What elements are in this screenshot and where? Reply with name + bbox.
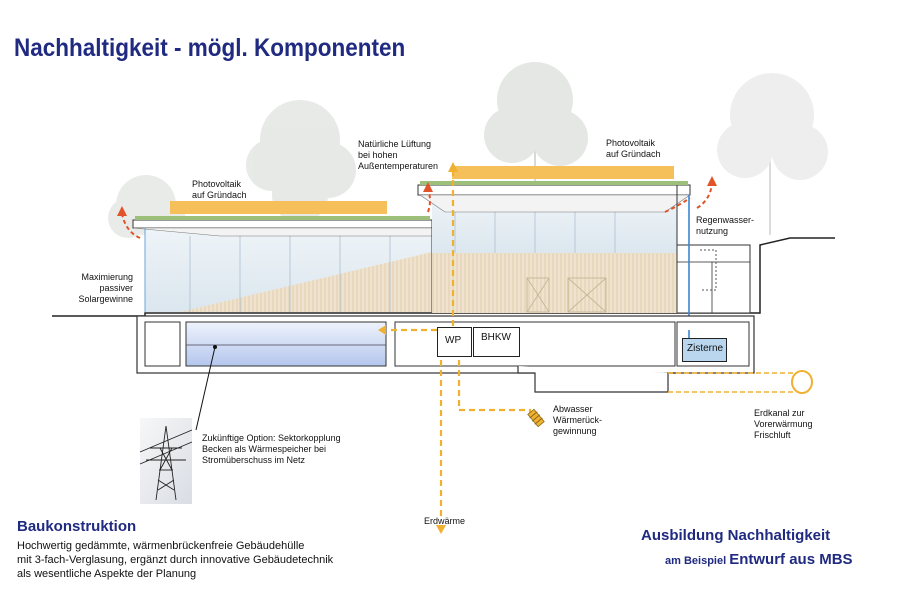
pv-panel-left [170, 201, 387, 214]
cistern-label: Zisterne [687, 343, 724, 354]
arrow-head [436, 525, 446, 534]
chp-box: BHKW [473, 327, 520, 357]
ventilation-arrows [121, 183, 713, 239]
left-building [132, 216, 433, 312]
arrow-head [707, 176, 717, 186]
earth-channel [668, 370, 813, 394]
page-title: Nachhaltigkeit - mögl. Komponenten [14, 34, 406, 62]
rainwater-label: Regenwasser-nutzung [696, 215, 755, 236]
construction-text: Hochwertig gedämmte, wärmenbrückenfreie … [17, 540, 334, 580]
right-building [417, 181, 751, 330]
pointer-line [195, 346, 216, 431]
footer-title: Ausbildung Nachhaltigkeit [641, 527, 831, 544]
power-pylon-icon [139, 418, 193, 504]
arrow-head [117, 206, 127, 216]
pv-panel-right [452, 166, 674, 179]
cistern-box: Zisterne [682, 338, 727, 362]
arrow-head [423, 182, 433, 192]
arrow-head [448, 162, 458, 172]
chp-label: BHKW [481, 332, 511, 343]
construction-title: Baukonstruktion [17, 518, 137, 535]
basement [136, 315, 755, 393]
geothermal-label: Erdwärme [424, 516, 466, 526]
footer-subtitle: am Beispiel Entwurf aus MBS [665, 551, 853, 568]
tree-icon [717, 73, 828, 235]
heat-pump-box: WP [437, 327, 472, 357]
heat-pump-label: WP [445, 335, 462, 346]
tree-icon [484, 62, 588, 250]
pump-icon [527, 408, 545, 428]
arrow-head [378, 325, 386, 335]
